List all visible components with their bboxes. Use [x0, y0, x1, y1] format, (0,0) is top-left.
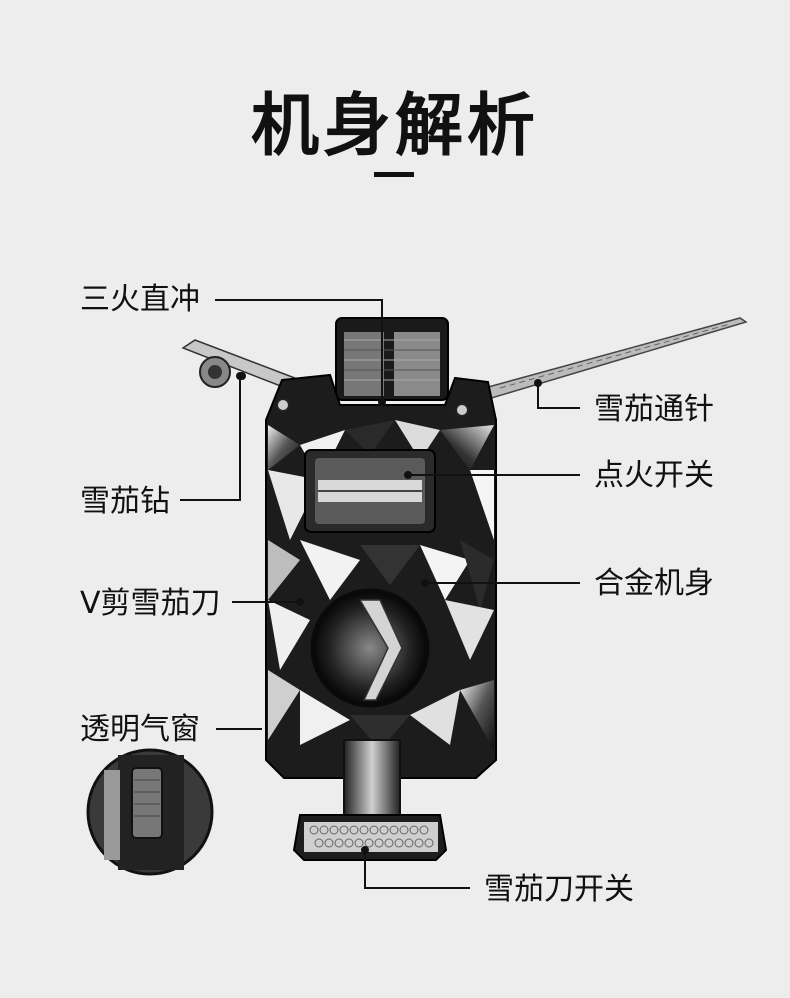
window-magnifier-icon — [86, 748, 214, 876]
label-triple-flame: 三火直冲 — [80, 282, 200, 317]
alloy-body — [265, 373, 497, 779]
label-window: 透明气窗 — [80, 712, 200, 747]
page-title: 机身解析 — [250, 87, 539, 166]
label-ignition-switch: 点火开关 — [594, 458, 714, 493]
v-cutter-hole — [310, 588, 430, 708]
label-alloy-body: 合金机身 — [594, 566, 714, 601]
cigar-needle-arm — [468, 317, 748, 403]
label-cutter-switch: 雪茄刀开关 — [484, 872, 634, 907]
title-underline — [374, 172, 414, 177]
label-v-cutter: V剪雪茄刀 — [80, 586, 221, 621]
callout-lines — [180, 299, 580, 889]
ignition-switch — [304, 449, 436, 533]
cutter-switch — [292, 739, 448, 861]
label-cigar-drill: 雪茄钻 — [80, 484, 170, 519]
label-cigar-needle: 雪茄通针 — [594, 392, 714, 427]
flame-head — [335, 317, 449, 401]
